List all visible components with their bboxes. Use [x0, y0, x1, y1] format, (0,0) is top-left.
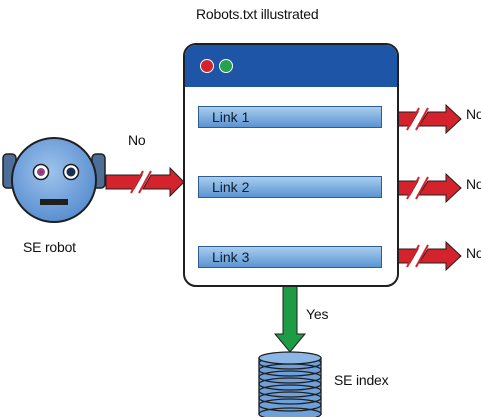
link-1[interactable]: Link 1 [198, 106, 382, 128]
diagram-title: Robots.txt illustrated [196, 6, 319, 22]
browser-title-bar [185, 45, 397, 87]
se-robot-icon [2, 137, 106, 223]
close-dot-icon [200, 59, 214, 73]
robot-arrow-no-label: No [128, 132, 146, 148]
link1-no-label: No [466, 106, 481, 122]
link-3[interactable]: Link 3 [198, 246, 382, 268]
se-index-icon [258, 351, 322, 417]
yes-arrow [273, 284, 307, 353]
se-index-label: SE index [334, 372, 389, 388]
link2-no-label: No [466, 176, 481, 192]
maximize-dot-icon [219, 59, 233, 73]
yes-label: Yes [306, 306, 329, 322]
link-2[interactable]: Link 2 [198, 176, 382, 198]
browser-window: Link 1 Link 2 Link 3 [183, 43, 399, 287]
robot-to-browser-arrow [105, 166, 185, 198]
link3-no-label: No [466, 245, 481, 261]
se-robot-label: SE robot [23, 239, 76, 255]
